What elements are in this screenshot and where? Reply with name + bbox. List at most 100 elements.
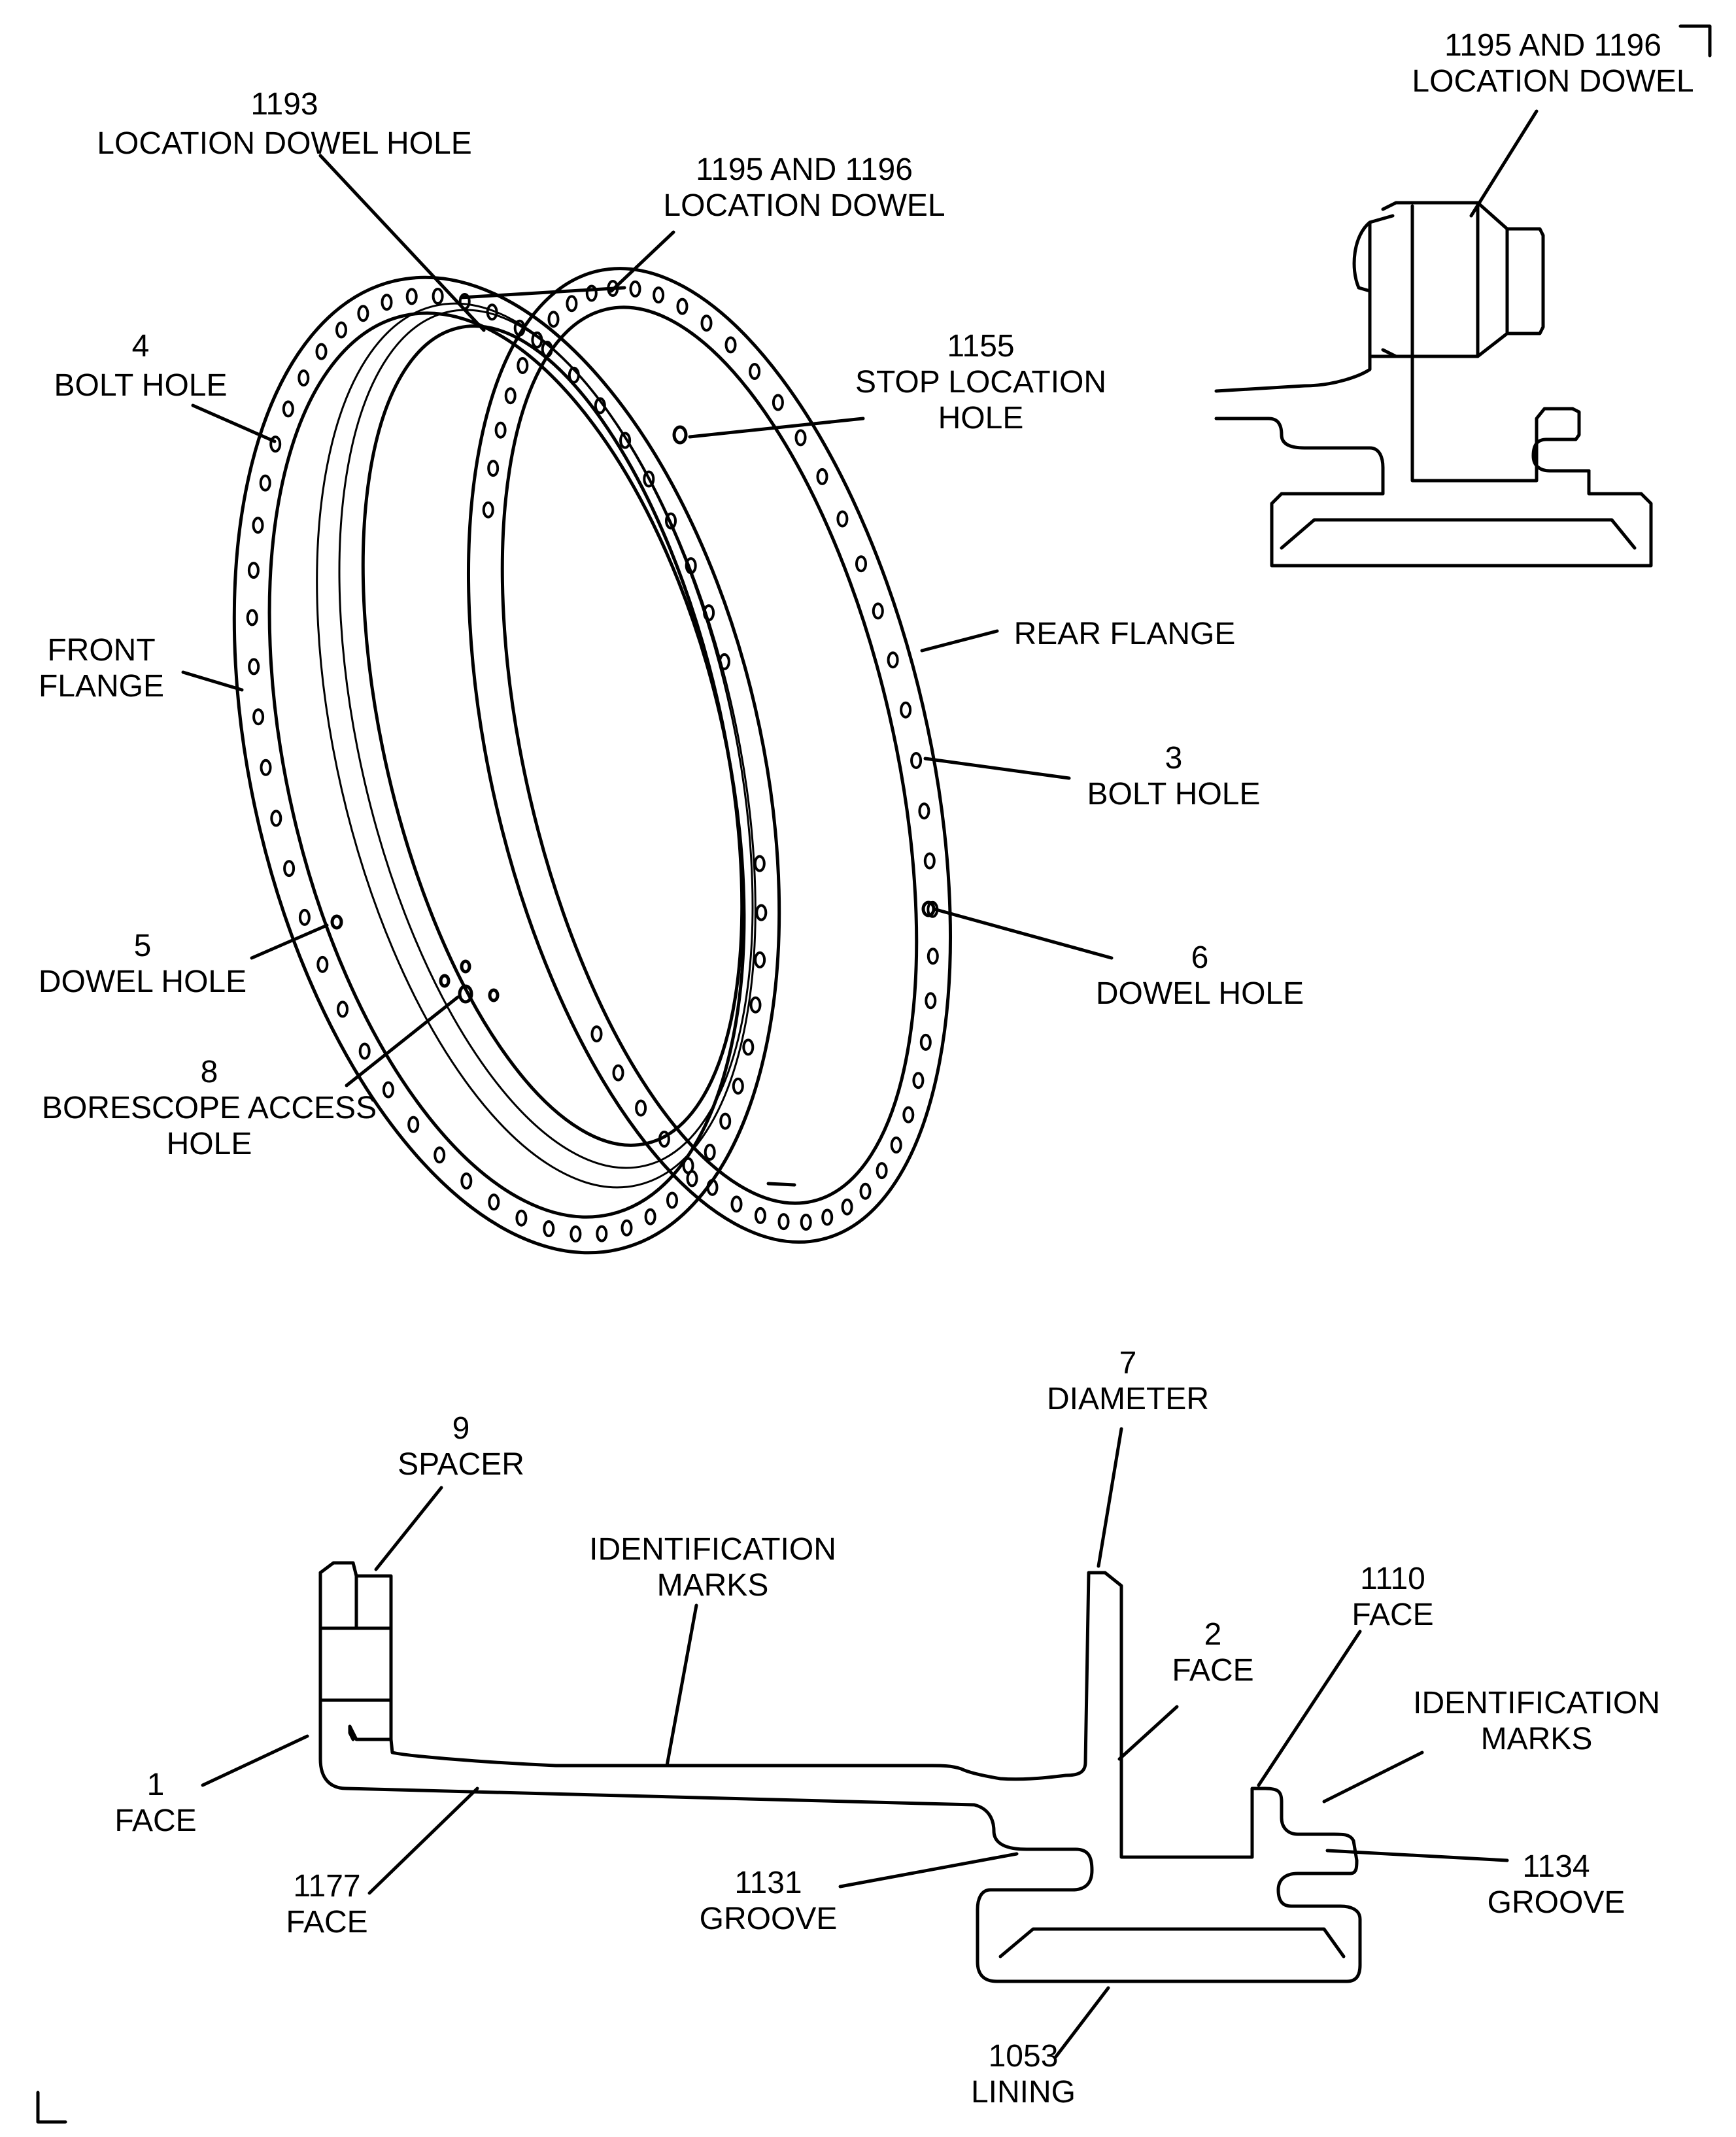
- rear-bolt-hole: [517, 357, 529, 374]
- label-1155-name1: STOP LOCATION: [855, 365, 1106, 400]
- label-detail-dowel-num: 1195 AND 1196: [1444, 28, 1661, 63]
- rear-bolt-hole: [912, 1072, 925, 1089]
- front-bolt-hole: [754, 951, 766, 968]
- label-6-name: DOWEL HOLE: [1096, 976, 1304, 1011]
- front-bolt-hole: [685, 557, 697, 575]
- front-bolt-hole: [541, 341, 553, 358]
- label-1155-name2: HOLE: [938, 401, 1024, 436]
- front-bolt-hole: [282, 400, 294, 418]
- rear-bolt-hole: [910, 752, 923, 769]
- rear-bolt-hole: [800, 1214, 812, 1231]
- label-1134-num: 1134: [1522, 1849, 1590, 1884]
- front-bolt-hole: [381, 294, 393, 311]
- location-dowel-detail: [1214, 201, 1653, 568]
- label-2-num: 2: [1204, 1617, 1222, 1652]
- front-bolt-hole: [315, 343, 328, 360]
- front-bolt-hole: [382, 1081, 394, 1099]
- label-1193-num: 1193: [250, 87, 318, 122]
- rear-bolt-hole: [504, 387, 517, 405]
- rear-bolt-hole: [900, 701, 912, 719]
- rear-bolt-hole: [706, 1178, 719, 1196]
- rear-flange-bolt-holes: [482, 280, 939, 1231]
- label-id-marks-right-2: MARKS: [1481, 1722, 1593, 1756]
- front-bolt-hole: [570, 1225, 582, 1242]
- front-bolt-hole: [488, 1193, 500, 1211]
- flange-ring: [232, 267, 952, 1255]
- label-8-num: 8: [201, 1055, 218, 1089]
- rear-bolt-hole: [927, 948, 939, 965]
- corner-mark-top-right: [1678, 24, 1712, 58]
- rear-bolt-hole: [607, 280, 619, 297]
- rear-bolt-hole: [816, 468, 828, 485]
- rear-bolt-hole: [794, 429, 807, 447]
- front-bolt-hole: [259, 474, 271, 492]
- label-8-name1: BORESCOPE ACCESS: [42, 1091, 377, 1125]
- rear-bolt-hole: [859, 1182, 872, 1200]
- front-bolt-hole: [335, 321, 347, 339]
- front-bolt-hole: [665, 512, 677, 530]
- label-4-name: BOLT HOLE: [54, 368, 228, 403]
- front-bolt-hole: [486, 303, 498, 321]
- rear-bolt-hole: [547, 311, 560, 328]
- label-1-num: 1: [147, 1768, 165, 1802]
- front-bolt-hole: [543, 1220, 555, 1237]
- label-1193-name: LOCATION DOWEL HOLE: [97, 126, 471, 161]
- label-1177-name: FACE: [286, 1905, 367, 1940]
- label-7-name: DIAMETER: [1047, 1382, 1209, 1416]
- rear-bolt-hole: [872, 602, 884, 620]
- rear-bolt-hole: [821, 1208, 834, 1226]
- label-4-num: 4: [132, 329, 150, 364]
- label-7-num: 7: [1119, 1346, 1137, 1380]
- rear-bolt-hole: [772, 394, 784, 411]
- front-bolt-hole: [621, 1219, 633, 1237]
- rear-bolt-hole: [590, 1025, 603, 1043]
- front-bolt-hole: [283, 860, 296, 878]
- dowel-hole-5: [330, 914, 343, 930]
- label-3-num: 3: [1165, 741, 1183, 776]
- front-bolt-hole: [269, 436, 282, 453]
- rear-bolt-hole: [836, 510, 849, 528]
- front-bolt-hole: [270, 810, 282, 827]
- front-bolt-hole: [619, 432, 632, 449]
- front-bolt-hole: [357, 305, 369, 322]
- front-bolt-hole: [252, 708, 265, 726]
- label-ring-dowel-name: LOCATION DOWEL: [663, 188, 945, 223]
- front-bolt-hole: [460, 1172, 473, 1189]
- front-bolt-hole: [513, 319, 526, 337]
- front-bolt-hole: [248, 658, 260, 675]
- rear-bolt-hole: [629, 280, 641, 298]
- rear-bolt-hole: [730, 1195, 743, 1213]
- label-3-name: BOLT HOLE: [1087, 777, 1261, 812]
- front-bolt-hole: [568, 366, 580, 384]
- front-bolt-hole: [753, 855, 766, 872]
- label-id-marks-left-2: MARKS: [657, 1568, 769, 1603]
- rear-bolt-hole: [635, 1099, 647, 1117]
- front-bolt-hole: [252, 517, 264, 534]
- front-bolt-hole: [594, 397, 606, 415]
- label-8-name2: HOLE: [167, 1127, 252, 1161]
- front-bolt-hole: [434, 1146, 446, 1164]
- cross-section: [318, 1561, 1362, 1983]
- front-bolt-hole: [316, 955, 329, 973]
- rear-bolt-hole: [487, 460, 500, 477]
- front-bolt-hole: [337, 1000, 349, 1018]
- label-1053-num: 1053: [989, 2039, 1059, 2074]
- label-1110-name: FACE: [1352, 1598, 1433, 1632]
- front-bolt-hole: [432, 288, 444, 305]
- label-front-flange-2: FLANGE: [39, 669, 164, 704]
- front-bolt-hole: [298, 908, 311, 926]
- label-9-num: 9: [452, 1411, 470, 1446]
- rear-bolt-hole: [925, 992, 937, 1010]
- front-bolt-hole: [718, 653, 730, 670]
- label-rear-flange: REAR FLANGE: [1014, 617, 1236, 651]
- rear-bolt-hole: [700, 315, 713, 332]
- label-1177-num: 1177: [293, 1869, 360, 1904]
- front-bolt-hole: [247, 562, 260, 579]
- front-bolt-hole: [298, 369, 310, 386]
- label-1110-num: 1110: [1360, 1562, 1425, 1596]
- front-bolt-hole: [358, 1042, 371, 1060]
- rear-bolt-hole: [918, 802, 930, 820]
- front-bolt-hole: [246, 609, 258, 626]
